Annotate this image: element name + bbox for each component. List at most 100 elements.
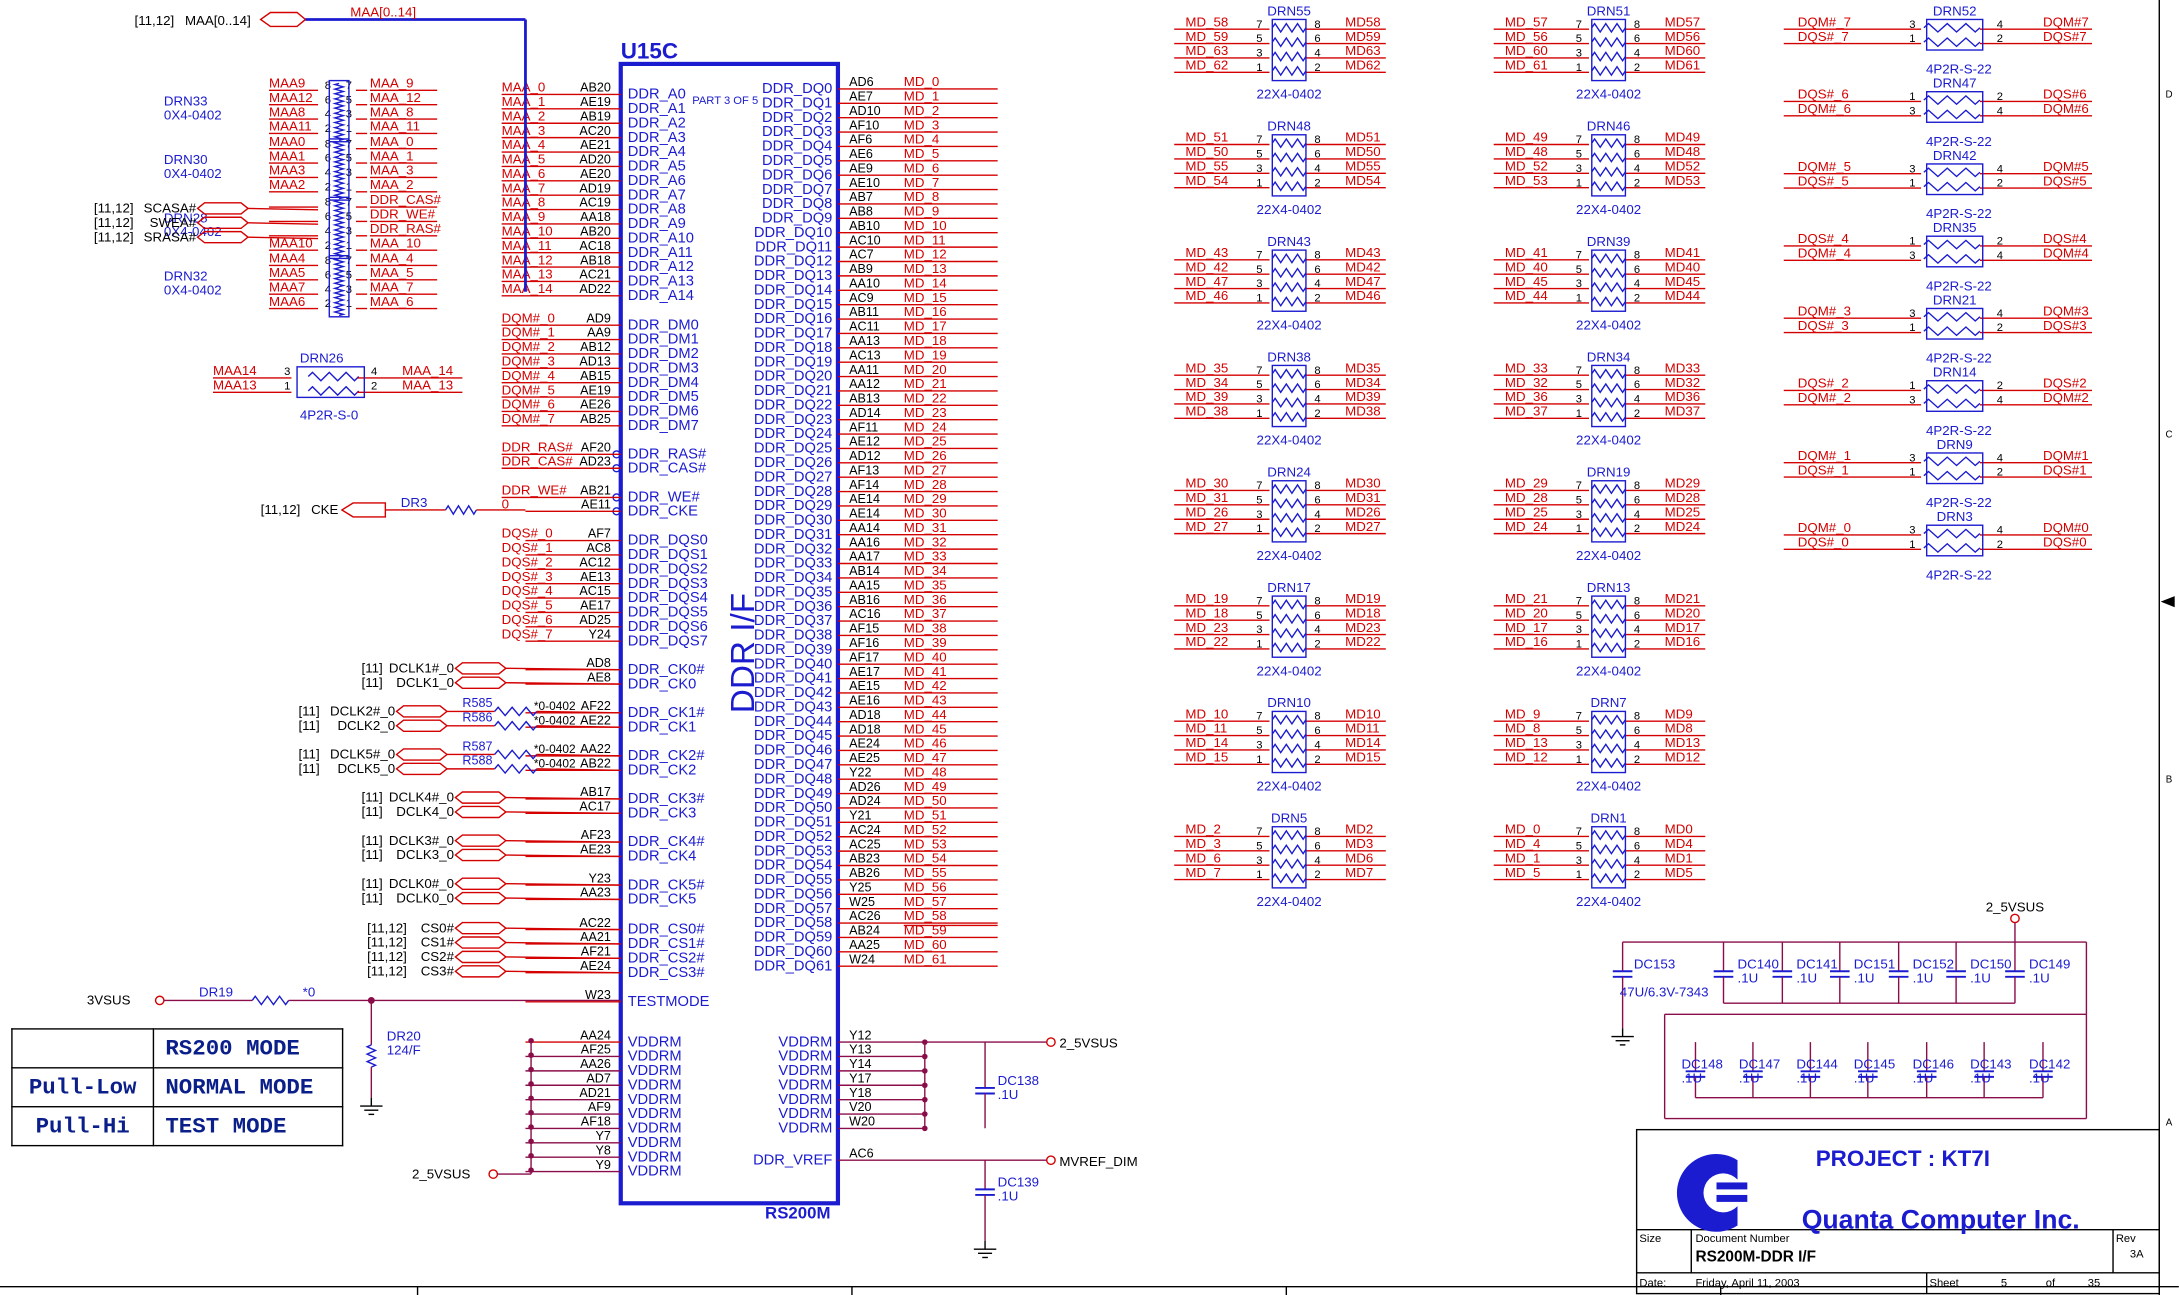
array-net-right: MD43 xyxy=(1345,245,1381,260)
pin-number: Y9 xyxy=(596,1158,611,1172)
array-pin: 7 xyxy=(1256,249,1262,261)
array-net-right: MD47 xyxy=(1345,274,1381,289)
pin-name: DDR_DQ40 xyxy=(754,656,832,672)
clock-net: DCLK2_0 xyxy=(337,718,395,733)
quanta-logo xyxy=(1676,1153,1738,1232)
array-pin: 8 xyxy=(1634,19,1640,31)
cs-ref: [11,12] xyxy=(367,920,407,935)
pin-name: DDR_DQ23 xyxy=(754,412,832,428)
pin-number: AF20 xyxy=(581,441,611,455)
array-pin: 5 xyxy=(1576,379,1582,391)
array-pin: 1 xyxy=(1909,178,1915,190)
pin-number: Y7 xyxy=(596,1129,611,1143)
array-resistor xyxy=(1591,858,1626,870)
array-body xyxy=(1271,364,1307,428)
array-pin: 5 xyxy=(1256,495,1262,507)
array-pin: 6 xyxy=(1314,149,1320,161)
array-pin: 8 xyxy=(325,138,331,150)
pin-net: DQM#_2 xyxy=(502,339,555,354)
array-resistor xyxy=(1271,253,1307,264)
array-net-left: MD_29 xyxy=(1505,476,1548,491)
pin-net: MD_10 xyxy=(904,218,947,233)
junction-dot xyxy=(528,1109,534,1116)
array-net-right: MD37 xyxy=(1665,404,1701,419)
array-net-right: MD19 xyxy=(1345,591,1381,606)
chip-body xyxy=(618,61,841,1206)
junction-dot xyxy=(528,1124,534,1130)
array-net-right: MD9 xyxy=(1665,706,1693,721)
pin-number: AE9 xyxy=(849,161,873,175)
cs-net: CS2# xyxy=(421,949,455,964)
array-pin: 7 xyxy=(1256,595,1262,607)
pin-name: DDR_DQ56 xyxy=(754,886,832,902)
pin-net: MD_5 xyxy=(904,146,940,161)
array-val: 22X4-0402 xyxy=(1257,663,1322,678)
array-net-left: MD_52 xyxy=(1505,159,1548,174)
array-net-left: MD_36 xyxy=(1505,389,1548,404)
array-net-right: MD25 xyxy=(1665,505,1701,520)
array-pin: 8 xyxy=(1634,134,1640,146)
array-pin: 2 xyxy=(1314,523,1320,535)
sheet-arrow-marker xyxy=(2160,596,2175,608)
cap-ref: DC138 xyxy=(998,1073,1039,1088)
array-pin: 2 xyxy=(1997,380,2003,392)
cap-ref: DC145 xyxy=(1854,1057,1895,1072)
array-net-right: MD58 xyxy=(1345,14,1381,29)
pin-name: DDR_A7 xyxy=(628,187,686,203)
array-net-right: MD23 xyxy=(1345,620,1381,635)
clock-ref: [11] xyxy=(362,833,383,848)
pin-number: AE12 xyxy=(849,435,880,449)
pin-net: MD_25 xyxy=(904,434,947,449)
array-resistor xyxy=(1591,296,1626,308)
array-pin: 5 xyxy=(1576,725,1582,737)
array-ref: DRN43 xyxy=(1267,234,1311,249)
cap-val: .1U xyxy=(1738,970,1759,985)
clock-ref: [11] xyxy=(362,675,383,690)
pin-net: MD_50 xyxy=(904,793,947,808)
array-net-right: MD35 xyxy=(1345,360,1381,375)
array-pin: 3 xyxy=(1256,163,1262,175)
pin-number: AD20 xyxy=(579,153,611,167)
pin-name: DDR_A10 xyxy=(628,231,694,247)
pin-number: V20 xyxy=(849,1100,871,1114)
array-pin: 7 xyxy=(1576,365,1582,377)
pin-number: Y22 xyxy=(849,765,871,779)
pin-name: DDR_DQ42 xyxy=(754,685,832,701)
array-resistor xyxy=(1271,137,1307,149)
array-resistor xyxy=(1591,166,1626,178)
array-net-left: DQM#_6 xyxy=(1798,101,1851,116)
array-resistor xyxy=(332,155,346,171)
array-body xyxy=(1925,18,1984,51)
pin-net: MD_44 xyxy=(904,707,947,722)
cap-val: .1U xyxy=(1913,970,1934,985)
power-node xyxy=(1046,1037,1056,1047)
array-resistor xyxy=(1271,51,1307,62)
array-pin: 6 xyxy=(1634,725,1640,737)
array-net-right: DQM#5 xyxy=(2043,159,2089,174)
pin-name: DDR_DQ39 xyxy=(754,642,832,658)
pin-name: DDR_RAS# xyxy=(628,447,707,463)
pin-name: DDR_CK2# xyxy=(628,748,706,764)
junction-dot xyxy=(528,1066,534,1073)
pin-net: MD_56 xyxy=(904,880,947,895)
ctrl-port-symbol xyxy=(196,230,250,244)
array-pin: 5 xyxy=(1576,840,1582,852)
array-resistor xyxy=(1591,483,1626,495)
quanta-logo xyxy=(1716,1194,1748,1202)
pin-number: AE26 xyxy=(580,398,611,412)
pin-net: MD_39 xyxy=(904,635,947,650)
array-net-right: MAA_12 xyxy=(370,90,421,105)
array-resistor xyxy=(1923,94,1981,106)
pin-net: MD_55 xyxy=(904,865,947,880)
array-val: 22X4-0402 xyxy=(1257,548,1322,563)
clock-wire xyxy=(536,753,621,757)
pin-number: Y23 xyxy=(589,871,611,885)
pin-name: DDR_A3 xyxy=(628,130,686,146)
array-pin: 1 xyxy=(1576,639,1582,651)
array-pin: 2 xyxy=(1634,408,1640,420)
array-ref: DRN30 xyxy=(164,152,208,167)
drn26-body xyxy=(296,366,366,399)
